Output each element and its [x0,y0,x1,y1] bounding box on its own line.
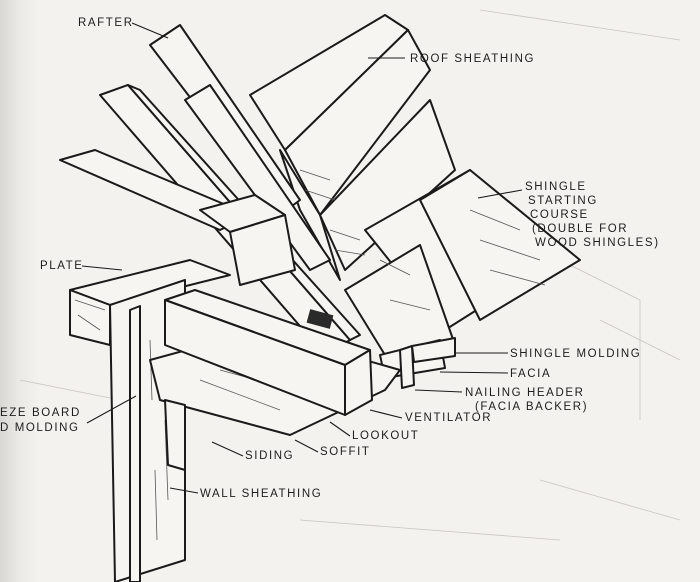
label-shingle-line1: SHINGLE [525,181,587,193]
label-shingle-molding: SHINGLE MOLDING [510,348,641,360]
label-nailing-header: NAILING HEADER [465,387,585,399]
label-soffit: SOFFIT [320,446,371,458]
label-frieze-molding: D MOLDING [0,422,80,434]
label-roof-sheathing: ROOF SHEATHING [410,53,535,65]
label-ventilator: VENTILATOR [405,412,492,424]
blocking [199,194,296,286]
label-facia-backer: (FACIA BACKER) [475,401,588,413]
label-shingle-line2: STARTING [528,195,598,207]
shingle-starting-course [344,169,581,356]
label-lookout: LOOKOUT [352,430,419,442]
siding [164,399,186,471]
label-rafter: RAFTER [78,17,134,29]
label-shingle-line3: COURSE [530,209,589,221]
lookout [164,289,373,416]
background-ghost-drawing [19,9,681,541]
roof-sheathing [249,14,456,281]
label-facia: FACIA [510,368,551,380]
label-plate: PLATE [40,260,84,272]
label-siding: SIDING [245,450,294,462]
label-shingle-line5: WOOD SHINGLES) [535,237,660,249]
label-frieze-board: EZE BOARD [0,407,81,419]
label-shingle-line4: (DOUBLE FOR [532,223,628,235]
label-wall-sheathing: WALL SHEATHING [200,488,322,500]
leader-lines [81,22,523,494]
plate [69,259,231,346]
ventilator-grille [306,309,334,329]
